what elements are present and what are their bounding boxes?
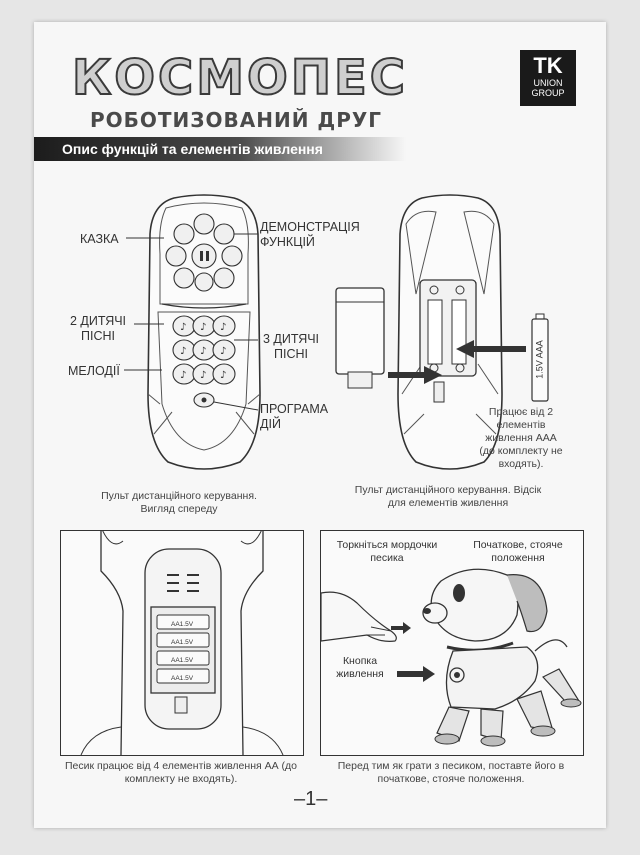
caption-dog-start: Перед тим як грати з песиком, поставте й… <box>314 760 588 786</box>
page-number: –1– <box>294 788 327 811</box>
remote-battery-note: Працює від 2 елементів живлення ААА (до … <box>478 406 564 471</box>
caption-dog-battery: Песик працює від 4 елементів живлення АА… <box>54 760 308 786</box>
panel-dog-start: Торкніться мордочки песика Початкове, ст… <box>320 530 584 756</box>
cell-label-3: AA1.5V <box>171 653 193 668</box>
dog-start-illustration <box>321 531 583 755</box>
instruction-sheet: КОСМОПЕС РОБОТИЗОВАНИЙ ДРУГ TK UNION GRO… <box>34 22 606 828</box>
cell-label-2: AA1.5V <box>171 635 193 650</box>
insert-arrows <box>384 322 534 382</box>
cell-label-1: AA1.5V <box>171 617 193 632</box>
aaa-battery-label: 1.5V AAA <box>533 325 548 395</box>
caption-remote-back: Пульт дистанційного керування. Відсік дл… <box>350 484 546 510</box>
battery-cover-icon <box>334 284 390 392</box>
caption-remote-front: Пульт дистанційного керування. Вигляд сп… <box>94 490 264 516</box>
cell-label-4: AA1.5V <box>171 671 193 686</box>
panel-dog-battery: AA1.5V AA1.5V AA1.5V AA1.5V <box>60 530 304 756</box>
